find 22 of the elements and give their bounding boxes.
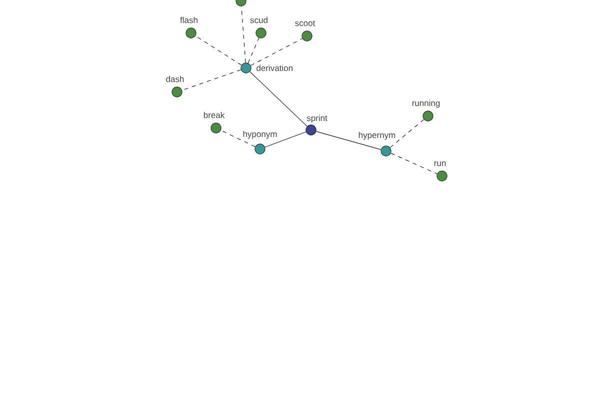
- edge-line: [220, 130, 256, 147]
- edge-line: [195, 36, 242, 66]
- node-label: scoot: [295, 20, 316, 26]
- edge-line: [316, 131, 382, 150]
- node-label: flash: [180, 16, 198, 24]
- node-label: scud: [250, 16, 268, 24]
- node-label: hyponym: [243, 130, 277, 139]
- edge-line: [250, 71, 308, 127]
- node-label: run: [434, 161, 446, 166]
- edge-line: [390, 119, 424, 148]
- edge-line: [248, 38, 260, 64]
- edge-line: [264, 132, 306, 148]
- edge-line: [250, 38, 303, 66]
- node-label: dash: [166, 76, 184, 82]
- node-label: hypernym: [358, 132, 396, 140]
- edge-line: [241, 6, 246, 63]
- edge-line: [390, 152, 438, 174]
- node-label: running: [412, 100, 440, 108]
- node-label: sprint: [306, 114, 328, 123]
- edge-line: [182, 69, 242, 91]
- node-label: derivation: [256, 64, 292, 72]
- node-label: break: [204, 112, 225, 118]
